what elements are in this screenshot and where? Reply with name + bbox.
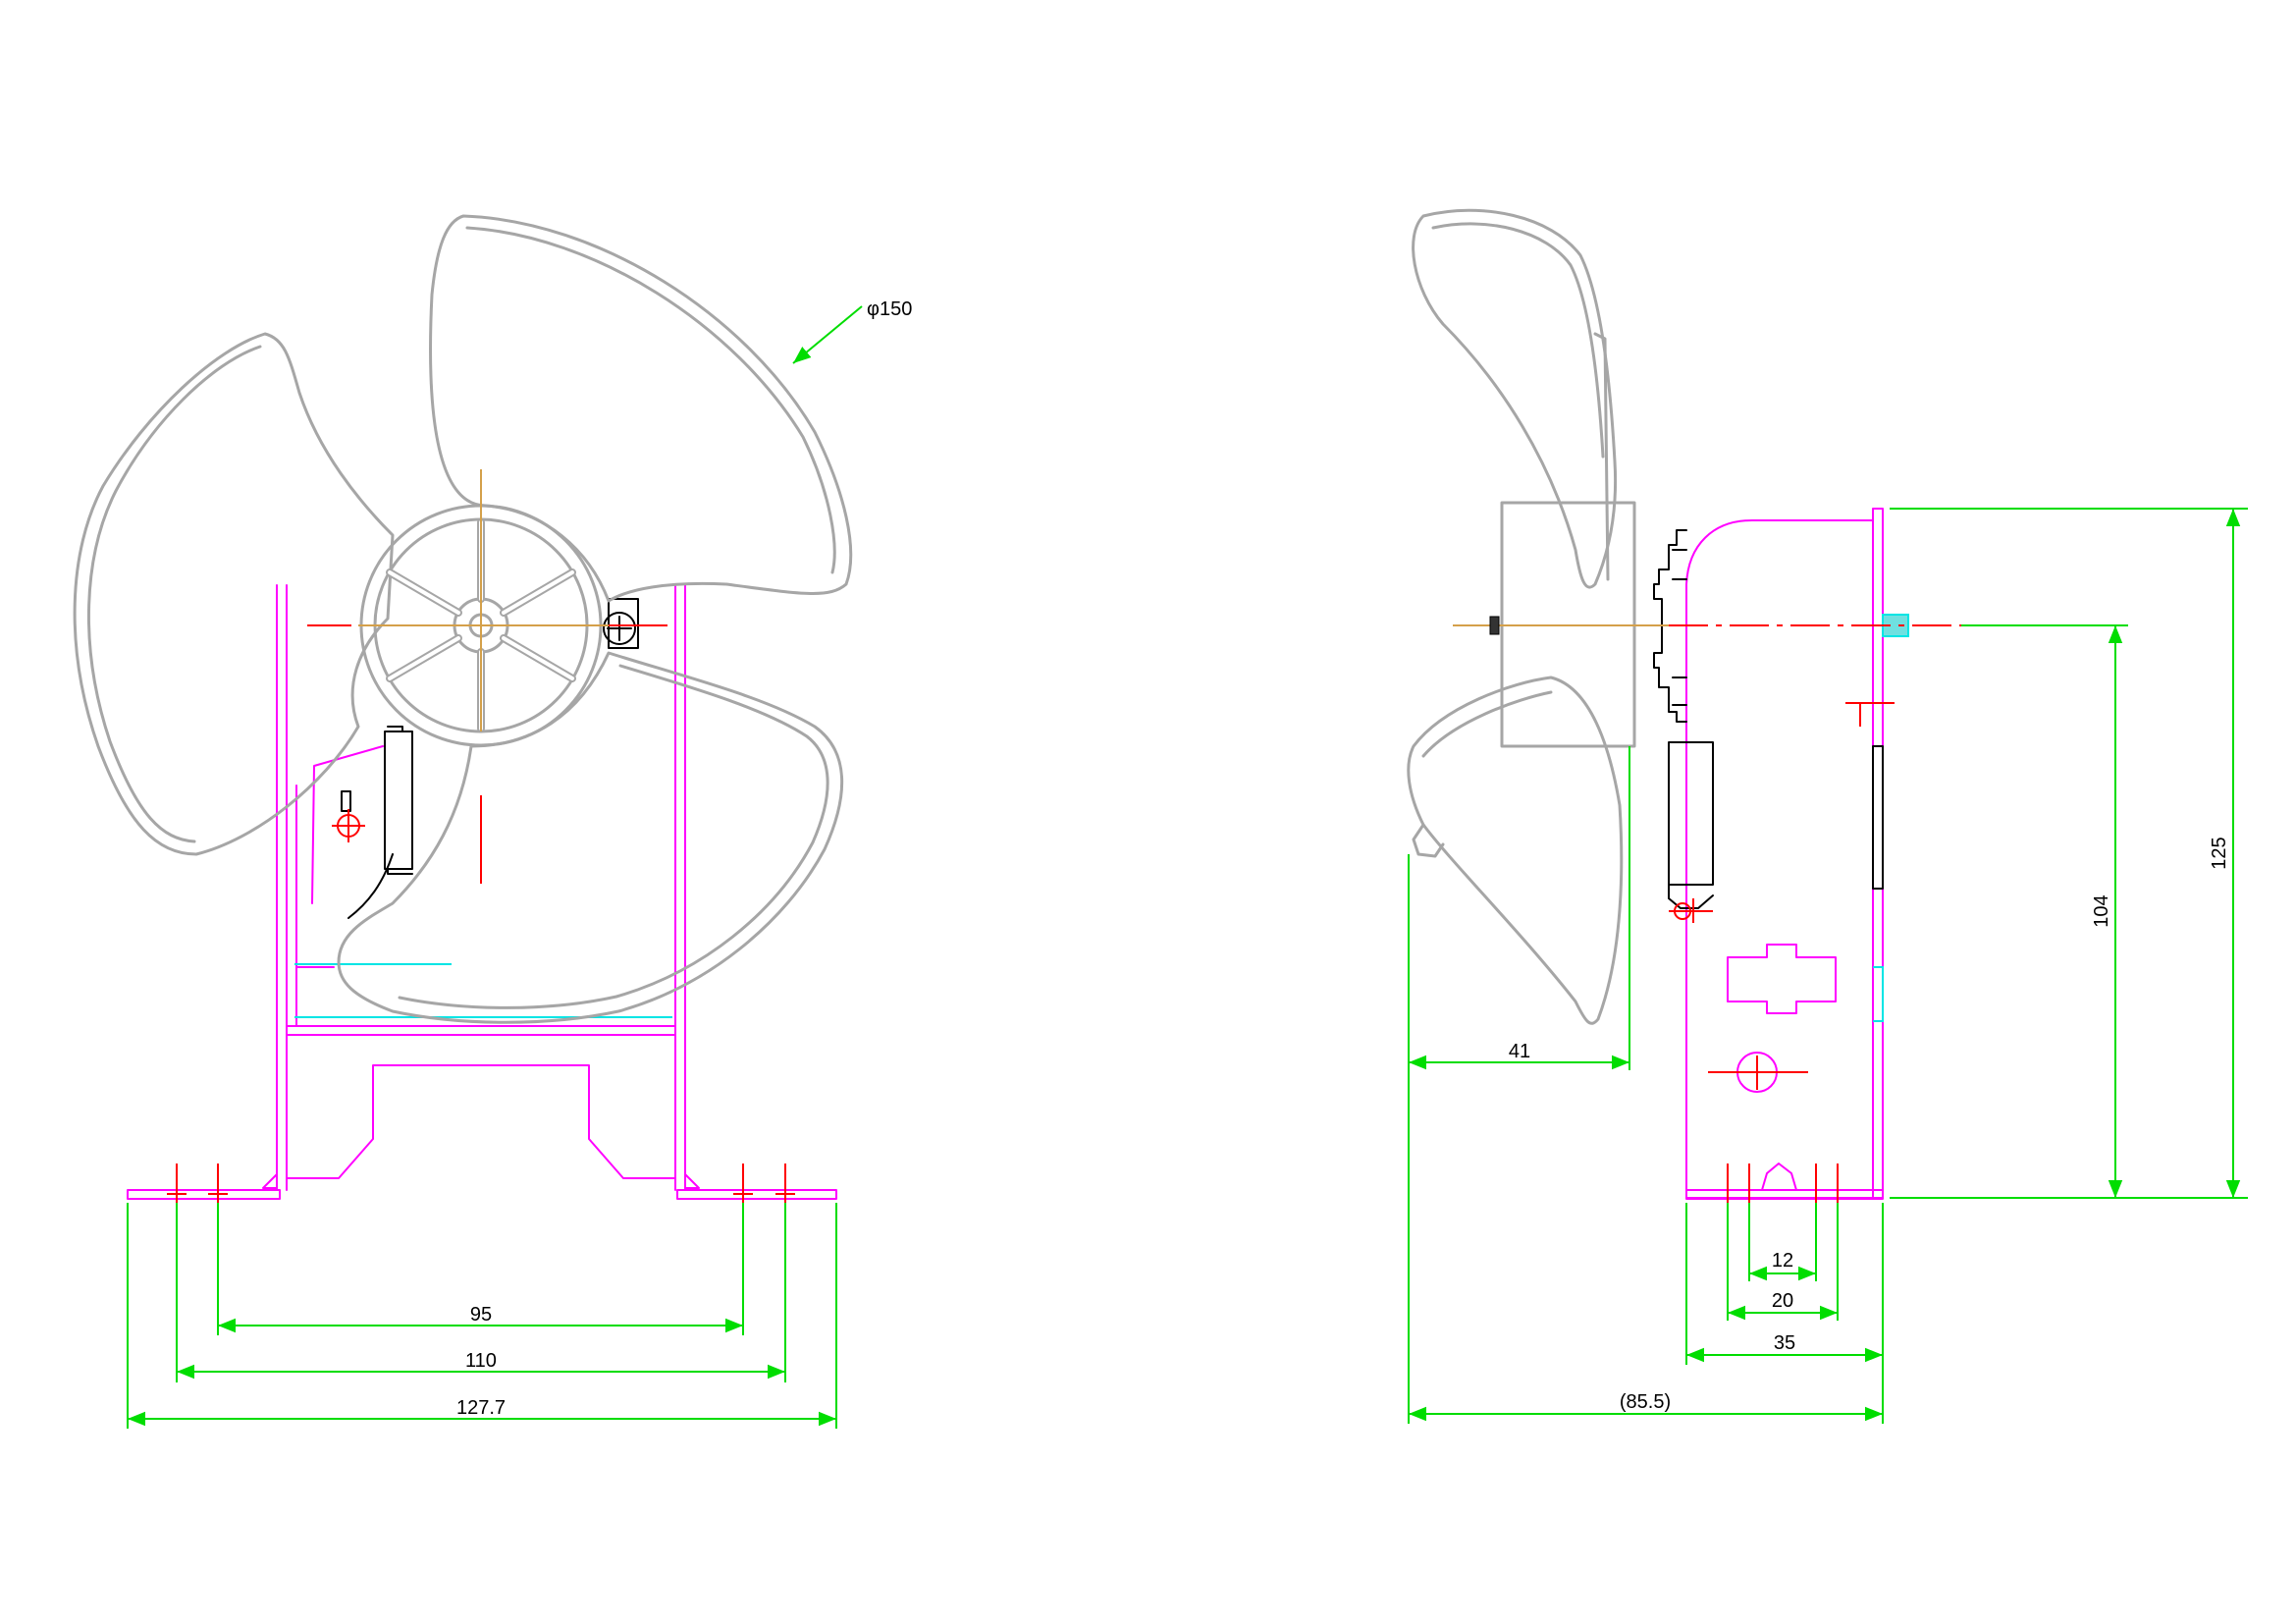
dim-label-12: 12 [1772,1250,1793,1272]
fan-side [1407,208,1636,1025]
dim-label-95: 95 [470,1304,492,1326]
side-motor-detail [1653,529,1884,909]
fan-blade-left [73,332,395,856]
fan-side-blade-top [1412,208,1618,589]
fan-blade-left-inner [86,345,262,843]
motor-edge [347,853,394,919]
dim-label-125: 125 [2209,837,2230,869]
fan-blade-bottom-inner [398,664,829,1009]
dim-label-104: 104 [2091,894,2112,927]
bracket-inner-left [295,785,335,1027]
side-terminal-box [1727,944,1837,1014]
shaft-nut [1489,616,1500,635]
dim-label-35: 35 [1774,1332,1795,1354]
side-base-plate [1685,1189,1884,1200]
bracket-center-cutout [286,1064,676,1179]
fan-side-blade-bottom-inner [1421,690,1553,758]
side-bracket-body [1685,508,1884,1199]
terminal-slot [341,790,351,812]
fan-side-blade-top-edge [1593,332,1610,581]
bracket-crossbar [286,1025,676,1036]
base-plate-right [676,1189,837,1200]
motor-terminal-block [384,731,413,870]
fan-front [73,214,853,1024]
motor-body-detail [341,598,639,919]
front-view: φ150 95 110 127.7 [73,214,912,1429]
fan-side-blade-top-inner [1431,222,1605,459]
motor-capacitor [1668,741,1714,886]
dim-label-41: 41 [1509,1041,1530,1062]
front-accent-lines [294,963,672,1018]
mounting-screw [603,612,636,645]
motor-side-plate [387,726,413,875]
front-axis-lines [358,469,609,731]
side-dimensions [1408,508,2248,1424]
hole-marks-side [1669,702,1895,1227]
diameter-leader: φ150 [792,298,912,364]
side-base-clip [1761,1163,1797,1191]
dim-label-85: (85.5) [1620,1391,1671,1413]
bracket-foot-right [684,1173,700,1189]
fan-blade-bottom [337,651,844,1024]
side-accent-lines [1873,614,1909,1022]
fan-blade-top-inner [465,226,836,574]
fan-side-blade-tip [1412,823,1445,858]
dim-label-110: 110 [465,1350,497,1372]
dim-label-20: 20 [1772,1290,1793,1312]
screw-head [603,612,636,645]
fan-blade-top [429,214,853,603]
diameter-label: φ150 [867,298,912,320]
side-view: 41 12 20 35 (85.5) 104 125 [1407,208,2248,1424]
bracket-foot-left [262,1173,278,1189]
dim-label-127: 127.7 [456,1397,506,1419]
front-bracket [127,584,837,1200]
fan-side-blade-bottom [1407,676,1624,1025]
front-dimensions [127,1203,837,1429]
base-plate-left [127,1189,281,1200]
bracket-side-tab [311,745,384,904]
motor-clip [608,598,639,649]
side-bracket [1685,508,1884,1200]
bracket-left-leg [276,584,288,1191]
motor-back-plate [1872,745,1884,890]
